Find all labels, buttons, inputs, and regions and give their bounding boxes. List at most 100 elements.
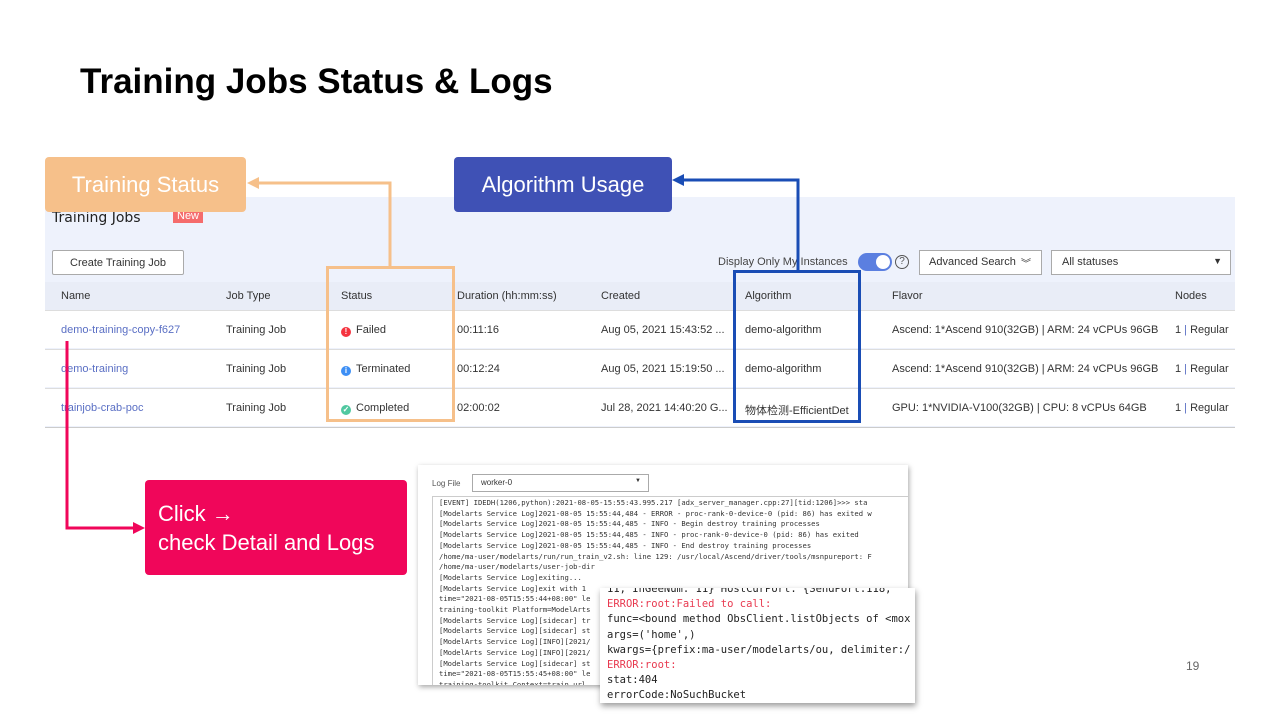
job-created: Jul 28, 2021 14:40:20 G...	[601, 402, 728, 414]
status-filter-value: All statuses	[1062, 256, 1119, 268]
header-algorithm: Algorithm	[745, 290, 792, 302]
job-duration: 00:12:24	[457, 363, 500, 375]
status-text: Terminated	[356, 363, 411, 375]
log-line: stat:404	[607, 674, 658, 687]
algorithm-highlight-box	[733, 270, 861, 423]
create-training-job-button[interactable]: Create Training Job	[52, 250, 184, 275]
display-mine-toggle[interactable]	[858, 253, 892, 271]
status-highlight-box	[326, 266, 455, 422]
log-line: [Modelarts Service Log]2021-08-05 15:55:…	[439, 530, 859, 540]
job-flavor: Ascend: 1*Ascend 910(32GB) | ARM: 24 vCP…	[892, 324, 1159, 336]
log-line: [Modelarts Service Log]exiting...	[439, 572, 582, 582]
slide-title: Training Jobs Status & Logs	[80, 62, 553, 101]
log-line: args=('home',)	[607, 628, 696, 641]
job-nodes: 1 | Regular	[1175, 363, 1229, 375]
log-line: time="2021-08-05T15:55:45+08:00" le	[439, 669, 591, 679]
error-icon: !	[341, 327, 351, 337]
log-line: training-toolkit Context=train_url	[439, 679, 587, 685]
log-line: training-toolkit Platform=ModelArts	[439, 605, 591, 615]
new-badge: New	[173, 209, 204, 223]
job-algorithm: 物体检测-EfficientDet	[745, 405, 849, 417]
advanced-search-button[interactable]: Advanced Search ︾	[919, 250, 1042, 275]
log-file-select[interactable]: worker-0 ▼	[472, 474, 649, 492]
job-type: Training Job	[226, 402, 287, 414]
job-name-link[interactable]: demo-training-copy-f627	[61, 324, 181, 336]
log-line: time="2021-08-05T15:55:44+08:00" le	[439, 594, 591, 604]
table-row: demo-training Training Job i Terminated 00:1…	[45, 349, 1235, 387]
click-callout-line2: check Detail and Logs	[158, 529, 375, 555]
info-icon: i	[341, 366, 351, 376]
log-file-label: Log File	[432, 479, 461, 488]
header-duration: Duration (hh:mm:ss)	[457, 290, 557, 302]
job-status: i Terminated	[341, 363, 410, 376]
job-algorithm: demo-algorithm	[745, 324, 822, 336]
help-icon[interactable]: ?	[895, 255, 909, 269]
job-created: Aug 05, 2021 15:19:50 ...	[601, 363, 725, 375]
algorithm-usage-callout: Algorithm Usage	[454, 157, 672, 212]
log-line: [Modelarts Service Log][sidecar] st	[439, 658, 591, 668]
log-line: [Modelarts Service Log][sidecar] tr	[439, 615, 591, 625]
log-file-value: worker-0	[481, 478, 513, 487]
status-text: Failed	[356, 324, 386, 336]
click-connector	[65, 341, 135, 530]
job-algorithm: demo-algorithm	[745, 363, 822, 375]
log-line: /home/ma-user/modelarts/user-job-dir	[439, 562, 595, 572]
job-name-link[interactable]: demo-training	[61, 363, 129, 375]
status-text: Completed	[356, 402, 410, 414]
job-duration: 00:11:16	[457, 324, 500, 336]
status-arrowhead	[247, 177, 259, 189]
caret-down-icon: ▼	[1213, 256, 1222, 266]
nodes-count: 1	[1175, 363, 1182, 375]
log-line: [Modelarts Service Log]exit with 1	[439, 583, 587, 593]
status-connector	[256, 181, 392, 266]
caret-down-icon: ▼	[635, 478, 641, 484]
job-nodes: 1 | Regular	[1175, 402, 1229, 414]
job-type: Training Job	[226, 324, 287, 336]
log-line: [Modelarts Service Log][sidecar] st	[439, 626, 591, 636]
log-line: [Modelarts Service Log]2021-08-05 15:55:…	[439, 508, 872, 518]
job-flavor: GPU: 1*NVIDIA-V100(32GB) | CPU: 8 vCPUs …	[892, 402, 1147, 414]
job-status: ✓ Completed	[341, 402, 409, 415]
click-arrowhead	[133, 522, 145, 534]
algorithm-arrowhead	[672, 174, 684, 186]
header-flavor: Flavor	[892, 290, 923, 302]
nodes-type: Regular	[1190, 363, 1229, 375]
job-type: Training Job	[226, 363, 287, 375]
check-icon: ✓	[341, 405, 351, 415]
log-line: 11, InGeeNum: 11} HostCurPort: {SendPort…	[607, 588, 892, 595]
header-job-type: Job Type	[226, 290, 271, 302]
job-duration: 02:00:02	[457, 402, 500, 414]
algorithm-connector	[682, 178, 800, 270]
log-line: [EVENT] IDEDH(1206,python):2021-08-05-15…	[439, 498, 868, 507]
log-content[interactable]: [EVENT] IDEDH(1206,python):2021-08-05-15…	[432, 496, 908, 685]
job-flavor: Ascend: 1*Ascend 910(32GB) | ARM: 24 vCP…	[892, 363, 1159, 375]
double-chevron-down-icon: ︾	[1021, 259, 1031, 270]
log-line: [ModelArts Service Log][INFO][2021/	[439, 647, 591, 657]
job-name-link[interactable]: trainjob-crab-poc	[61, 402, 144, 414]
error-log-line: ERROR:root:	[607, 659, 677, 672]
log-line: [ModelArts Service Log][INFO][2021/	[439, 637, 591, 647]
page-title: Training Jobs	[52, 210, 141, 226]
log-line: kwargs={prefix:ma-user/modelarts/ou, del…	[607, 643, 911, 656]
log-line: [Modelarts Service Log]2021-08-05 15:55:…	[439, 540, 812, 550]
log-line: /home/ma-user/modelarts/run/run_train_v2…	[439, 551, 872, 561]
table-row: demo-training-copy-f627 Training Job! Fail…	[45, 310, 1235, 348]
click-detail-callout: Click → check Detail and Logs	[145, 480, 407, 575]
training-status-callout: Training Status	[45, 157, 246, 212]
nodes-count: 1	[1175, 402, 1182, 414]
status-filter-select[interactable]: All statuses ▼	[1051, 250, 1231, 275]
table-header: Name Job Type Status Duration (hh:mm:ss)…	[45, 282, 1235, 310]
job-status: ! Failed	[341, 324, 386, 337]
header-name: Name	[61, 290, 91, 302]
job-created: Aug 05, 2021 15:43:52 ...	[601, 324, 725, 336]
nodes-count: 1	[1175, 324, 1182, 336]
log-line: [Modelarts Service Log]2021-08-05 15:55:…	[439, 519, 820, 529]
advanced-search-label: Advanced Search	[929, 256, 1016, 268]
job-nodes: 1 | Regular	[1175, 324, 1229, 336]
header-nodes: Nodes	[1175, 290, 1207, 302]
header-status: Status	[341, 290, 373, 302]
table-row: trainjob-crab-poc Training Job ✓ Completed 0…	[45, 388, 1235, 426]
page-number: 19	[1186, 659, 1200, 673]
header-created: Created	[601, 290, 641, 302]
